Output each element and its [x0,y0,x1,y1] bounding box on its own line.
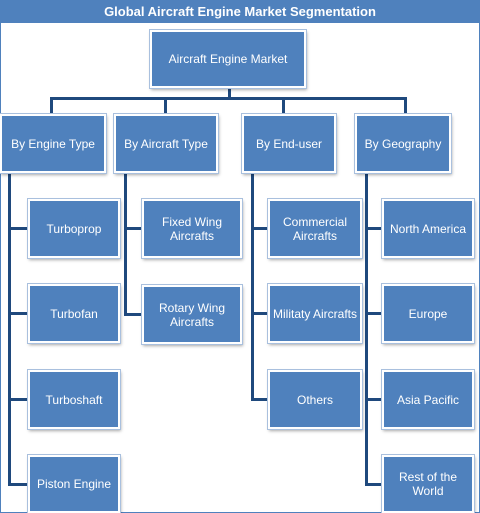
connector-rotary-wing [124,313,142,316]
item-fixed-wing-aircrafts: Fixed Wing Aircrafts [141,198,243,259]
connector-asia-pacific [365,398,382,401]
connector-geography-spine [365,173,368,486]
category-aircraft-type: By Aircraft Type [113,113,219,174]
root-node: Aircraft Engine Market [149,29,307,89]
item-turboshaft: Turboshaft [27,369,121,430]
connector-category-bus [50,97,407,100]
item-commercial-aircrafts: Commercial Aircrafts [267,198,363,259]
connector-turbofan [8,312,28,315]
connector-engine-type-spine [8,173,11,486]
item-piston-engine: Piston Engine [27,454,121,513]
item-rest-of-the-world: Rest of the World [381,454,475,513]
connector-end-user-drop [282,97,285,114]
diagram-title: Global Aircraft Engine Market Segmentati… [0,0,480,22]
connector-engine-type-drop [50,97,53,114]
item-turboprop: Turboprop [27,198,121,259]
item-europe: Europe [381,283,475,344]
category-end-user: By End-user [241,113,337,174]
connector-others [251,398,268,401]
connector-turboprop [8,227,28,230]
category-engine-type: By Engine Type [0,113,107,174]
connector-end-user-spine [251,173,254,401]
item-rotary-wing-aircrafts: Rotary Wing Aircrafts [141,284,243,345]
connector-root-stem [228,88,231,98]
item-turbofan: Turbofan [27,283,121,344]
connector-north-america [365,227,382,230]
connector-aircraft-type-drop [164,97,167,114]
item-others: Others [267,369,363,430]
connector-europe [365,312,382,315]
connector-military [251,312,268,315]
category-geography: By Geography [354,113,452,174]
connector-rest-of-world [365,483,382,486]
diagram-frame [0,22,480,513]
item-north-america: North America [381,198,475,259]
connector-piston-engine [8,483,28,486]
connector-commercial [251,227,268,230]
connector-aircraft-type-spine [124,173,127,316]
connector-turboshaft [8,398,28,401]
connector-geography-drop [404,97,407,114]
item-military-aircrafts: Militaty Aircrafts [267,283,363,344]
connector-fixed-wing [124,227,142,230]
item-asia-pacific: Asia Pacific [381,369,475,430]
